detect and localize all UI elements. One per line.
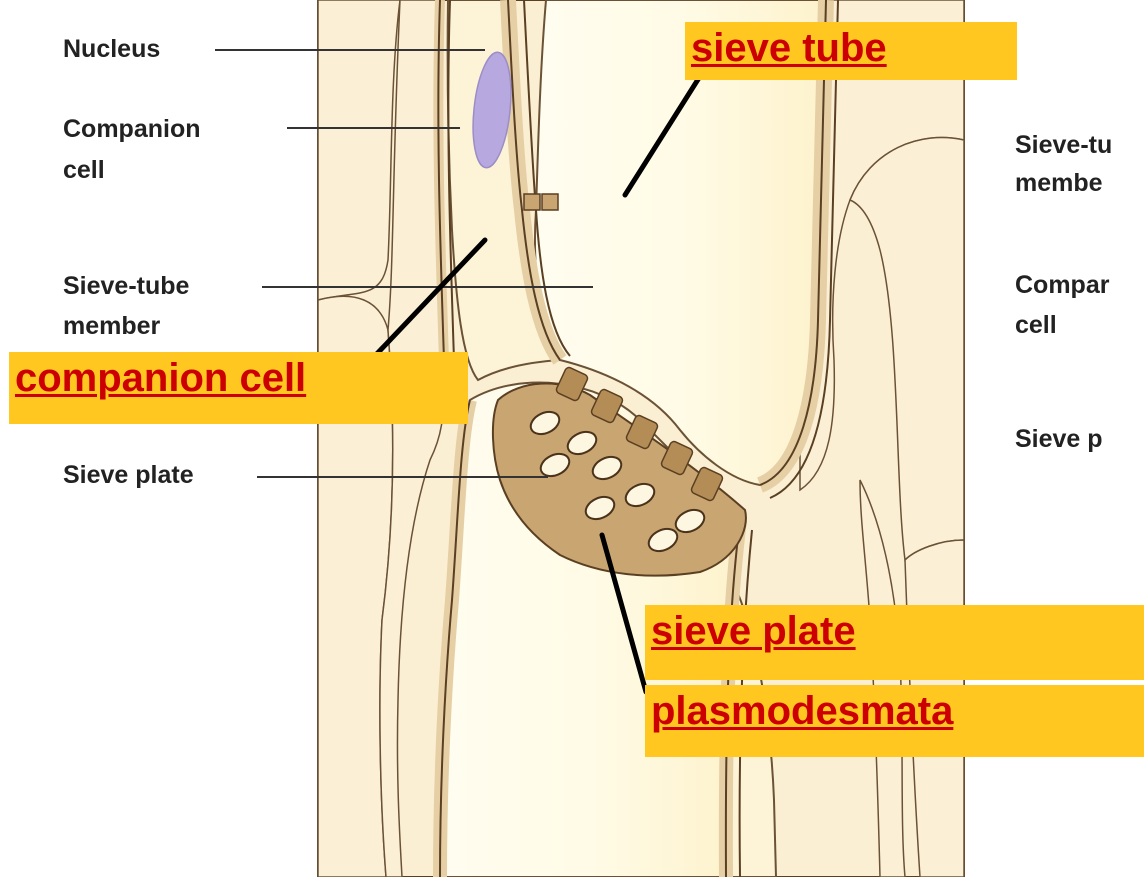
highlight-plasmodesmata: plasmodesmata <box>645 685 1144 757</box>
label-nucleus: Nucleus <box>63 34 160 65</box>
label-right-companion-line2: cell <box>1015 310 1057 341</box>
label-companion-cell-line2: cell <box>63 155 105 186</box>
label-right-sieve-tube-line2: membe <box>1015 168 1103 199</box>
label-sieve-tube-member-line2: member <box>63 311 160 342</box>
highlight-sieve-tube: sieve tube <box>685 22 1017 80</box>
label-right-companion-line1: Compar <box>1015 270 1109 301</box>
label-sieve-tube-member-line1: Sieve-tube <box>63 271 189 302</box>
highlight-sieve-plate: sieve plate <box>645 605 1144 680</box>
label-right-sieve-plate: Sieve p <box>1015 424 1103 455</box>
label-companion-cell-line1: Companion <box>63 114 201 145</box>
highlight-companion-cell: companion cell <box>9 352 468 424</box>
label-sieve-plate: Sieve plate <box>63 460 194 491</box>
label-right-sieve-tube-line1: Sieve-tu <box>1015 130 1112 161</box>
